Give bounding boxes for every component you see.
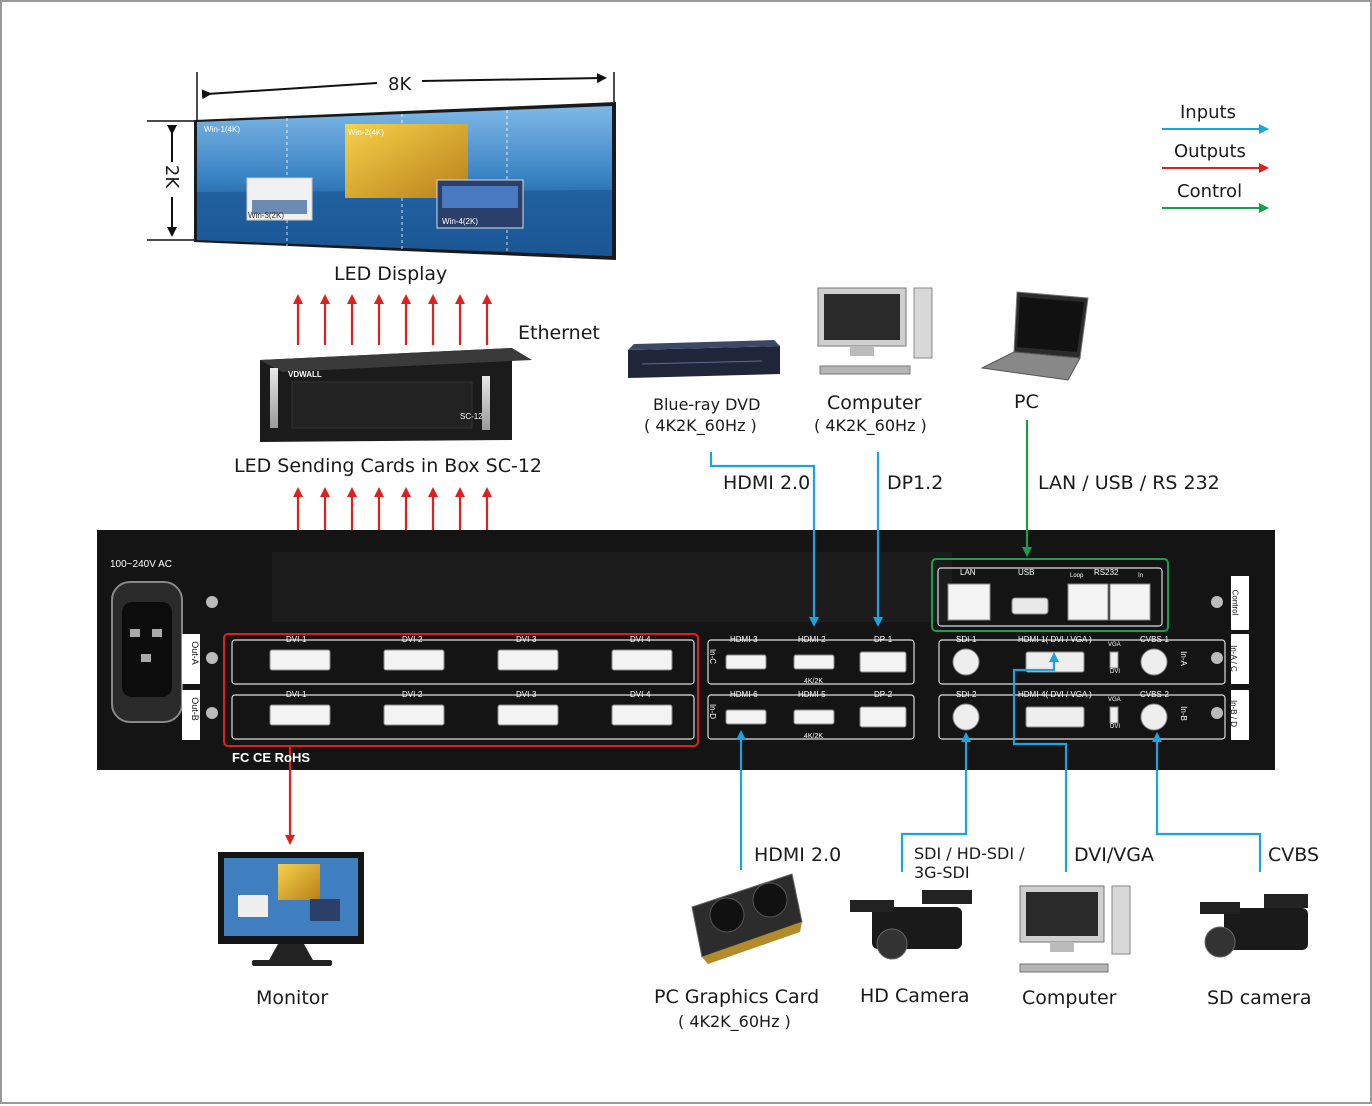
res-4k-c: 4K/2K [804, 678, 824, 685]
top-input-arrows [709, 452, 883, 627]
led-display [147, 72, 616, 260]
out-a-label: Out-A [189, 641, 200, 665]
legend-inputs: Inputs [1180, 102, 1236, 123]
hdmi20-bottom-label: HDMI 2.0 [754, 844, 842, 866]
dvi-b-2: DVI-2 [402, 690, 423, 699]
sending-box-caption: LED Sending Cards in Box SC-12 [234, 455, 542, 477]
computer-spec: ( 4K2K_60Hz ) [814, 416, 927, 435]
cvbs-2-label: CVBS-2 [1140, 690, 1169, 699]
dvi-a-switch-label: DVI [1110, 669, 1121, 675]
box-model: SC-12 [460, 412, 483, 421]
led-display-caption: LED Display [334, 263, 448, 285]
sending-card-box [260, 348, 532, 442]
display-width-label: 8K [386, 74, 414, 95]
dvi-b-1: DVI-1 [286, 690, 307, 699]
dvi-b-switch-label: DVI [1110, 724, 1121, 730]
dvi-a-1: DVI-1 [286, 635, 307, 644]
ethernet-label: Ethernet [518, 322, 600, 344]
control-side-label: Control [1230, 589, 1240, 616]
cvbs-1-label: CVBS-1 [1140, 635, 1169, 644]
rear-panel [97, 530, 1275, 770]
bottom-input-arrows [736, 652, 1262, 872]
sdi-link-label-1: SDI / HD-SDI / [914, 844, 1025, 863]
window-1-label: Win-1(4K) [204, 125, 241, 134]
sd-camera-name: SD camera [1207, 987, 1312, 1009]
legend-outputs: Outputs [1174, 141, 1246, 162]
hdmi20-top-label: HDMI 2.0 [723, 472, 811, 494]
dvi-a-2: DVI-2 [402, 635, 423, 644]
hdmi-1-label: HDMI-1( DVI / VGA ) [1018, 635, 1092, 644]
loop-label: Loop [1070, 573, 1084, 579]
box-brand: VDWALL [288, 370, 322, 379]
out-b-label: Out-B [189, 697, 200, 721]
window-2-label: Win-2(4K) [348, 128, 385, 137]
in-b-label: In-B [1178, 706, 1188, 721]
bluray-spec: ( 4K2K_60Hz ) [644, 416, 757, 435]
hdmi-6-label: HDMI-6 [730, 690, 758, 699]
dvi-vga-label: DVI/VGA [1074, 844, 1155, 866]
laptop-icon [980, 291, 1089, 381]
res-4k-d: 4K/2K [804, 733, 824, 740]
in-port-label: In [1138, 573, 1144, 579]
in-d-label: In-D [708, 703, 718, 720]
hdmi-5-label: HDMI-5 [798, 690, 826, 699]
computer-bottom-name: Computer [1022, 987, 1117, 1009]
cvbs-label: CVBS [1268, 844, 1320, 866]
ethernet-arrows [293, 294, 492, 345]
sdi-link-label-2: 3G-SDI [914, 863, 970, 882]
dp12-label: DP1.2 [887, 472, 944, 494]
graphics-card-icon [691, 873, 803, 964]
bluray-player-icon [628, 340, 780, 378]
dvi-a-4: DVI-4 [630, 635, 651, 644]
legend-control: Control [1177, 181, 1243, 202]
vga-a-label: VGA [1108, 642, 1121, 648]
graphics-card-spec: ( 4K2K_60Hz ) [678, 1012, 791, 1031]
sdi-2-label: SDI-2 [956, 690, 977, 699]
in-c-label: In-C [708, 648, 718, 665]
hdmi-3-label: HDMI-3 [730, 635, 758, 644]
window-3-label: Win-3(2K) [248, 211, 285, 220]
dp-2-label: DP-2 [874, 690, 893, 699]
usb-port-label: USB [1018, 568, 1035, 577]
graphics-card-name: PC Graphics Card [654, 986, 820, 1008]
bluray-name: Blue-ray DVD [653, 395, 761, 414]
rs232-port-label: RS232 [1094, 568, 1119, 577]
in-ac-label: In-A / C [1228, 645, 1238, 672]
hdmi-2-label: HDMI-2 [798, 635, 826, 644]
hd-camera-icon [850, 890, 972, 960]
certification-marks: FC CE RoHS [232, 750, 310, 765]
computer-icon-bottom [1019, 885, 1131, 973]
dvi-b-4: DVI-4 [630, 690, 651, 699]
legend-arrows [1162, 124, 1269, 213]
sdi-1-label: SDI-1 [956, 635, 977, 644]
monitor-caption: Monitor [256, 987, 329, 1009]
computer-name: Computer [827, 392, 922, 414]
vga-b-label: VGA [1108, 697, 1121, 703]
dp-1-label: DP-1 [874, 635, 893, 644]
in-a-label: In-A [1178, 651, 1188, 666]
control-link-label: LAN / USB / RS 232 [1038, 472, 1220, 494]
hdmi-4-label: HDMI-4( DVI / VGA ) [1018, 690, 1092, 699]
dvi-a-3: DVI-3 [516, 635, 537, 644]
sd-camera-icon [1200, 894, 1308, 958]
monitor-icon [218, 852, 364, 966]
dvi-b-3: DVI-3 [516, 690, 537, 699]
lan-port-label: LAN [960, 568, 976, 577]
pc-name: PC [1014, 391, 1039, 413]
window-4-label: Win-4(2K) [442, 217, 479, 226]
power-label: 100~240V AC [110, 559, 172, 570]
desktop-computer-icon [817, 287, 933, 375]
in-bd-label: In-B / D [1229, 699, 1239, 728]
hd-camera-name: HD Camera [860, 985, 970, 1007]
display-height-label: 2K [161, 164, 183, 189]
